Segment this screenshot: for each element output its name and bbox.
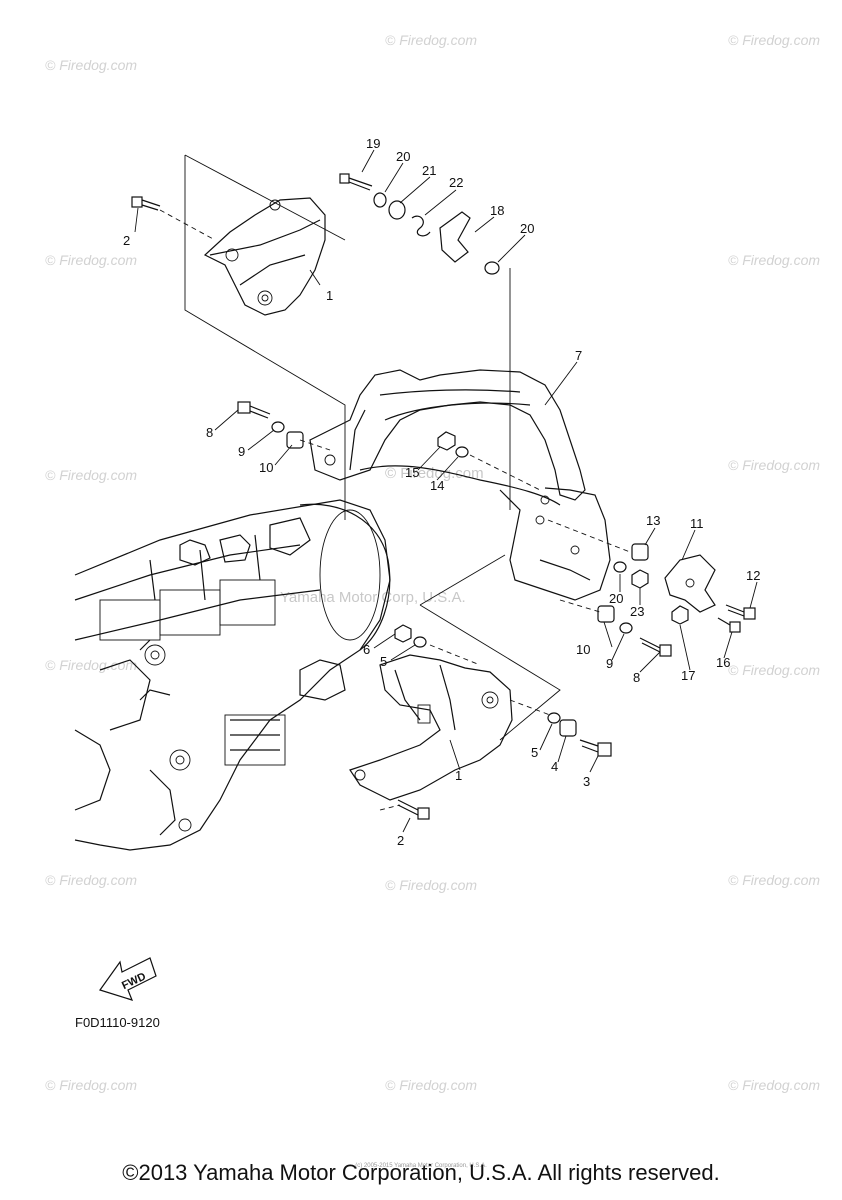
hardware bbox=[131, 173, 756, 820]
watermark: © Firedog.com bbox=[385, 877, 477, 893]
part-11-plate bbox=[664, 554, 716, 613]
callout-20: 20 bbox=[609, 591, 623, 606]
callout-13: 13 bbox=[646, 513, 660, 528]
watermark: © Firedog.com bbox=[45, 57, 137, 73]
callout-10: 10 bbox=[576, 642, 590, 657]
watermark: © Firedog.com bbox=[728, 32, 820, 48]
callout-5: 5 bbox=[380, 654, 387, 669]
callout-17: 17 bbox=[681, 668, 695, 683]
callout-6: 6 bbox=[363, 642, 370, 657]
callout-3: 3 bbox=[583, 774, 590, 789]
watermark: © Firedog.com bbox=[728, 252, 820, 268]
callout-14: 14 bbox=[430, 478, 444, 493]
watermark: © Firedog.com bbox=[385, 32, 477, 48]
callout-16: 16 bbox=[716, 655, 730, 670]
diagram-code: F0D1110-9120 bbox=[75, 1015, 160, 1030]
callout-1: 1 bbox=[455, 768, 462, 783]
callout-19: 19 bbox=[366, 136, 380, 151]
callout-2: 2 bbox=[123, 233, 130, 248]
callout-15: 15 bbox=[405, 465, 419, 480]
jet-pump-housing bbox=[74, 499, 391, 851]
fwd-label: FWD bbox=[120, 971, 148, 992]
watermark: © Firedog.com bbox=[728, 1077, 820, 1093]
callout-labels: 2 19 20 21 22 18 20 1 7 8 9 10 15 14 13 … bbox=[123, 136, 760, 848]
watermark: © Firedog.com bbox=[728, 872, 820, 888]
callout-7: 7 bbox=[575, 348, 582, 363]
watermark-center: Yamaha Motor Corp, U.S.A. bbox=[280, 589, 466, 606]
callout-5: 5 bbox=[531, 745, 538, 760]
callout-20: 20 bbox=[520, 221, 534, 236]
watermark: © Firedog.com bbox=[45, 872, 137, 888]
assembly-lines bbox=[159, 154, 631, 811]
part-1-lower-bracket bbox=[349, 654, 513, 801]
watermark-center: © Firedog.com bbox=[385, 465, 484, 482]
watermark: © Firedog.com bbox=[45, 467, 137, 483]
callout-9: 9 bbox=[606, 656, 613, 671]
watermark: © Firedog.com bbox=[728, 662, 820, 678]
callout-9: 9 bbox=[238, 444, 245, 459]
watermark: © Firedog.com bbox=[45, 252, 137, 268]
watermark: © Firedog.com bbox=[385, 1077, 477, 1093]
watermark: © Firedog.com bbox=[45, 1077, 137, 1093]
callout-22: 22 bbox=[449, 175, 463, 190]
callout-2: 2 bbox=[397, 833, 404, 848]
callout-18: 18 bbox=[490, 203, 504, 218]
callout-11: 11 bbox=[690, 516, 704, 531]
callout-10: 10 bbox=[259, 460, 273, 475]
part-1-upper-bracket bbox=[203, 197, 326, 316]
watermark: © Firedog.com bbox=[728, 457, 820, 473]
callout-8: 8 bbox=[633, 670, 640, 685]
copyright-notice: ©2013 Yamaha Motor Corporation, U.S.A. A… bbox=[122, 1160, 720, 1185]
part-7-bracket bbox=[309, 369, 611, 601]
callout-12: 12 bbox=[746, 568, 760, 583]
callout-23: 23 bbox=[630, 604, 644, 619]
callout-21: 21 bbox=[422, 163, 436, 178]
callout-1: 1 bbox=[326, 288, 333, 303]
fwd-arrow: FWD bbox=[99, 957, 157, 1001]
tiny-copyright-note: (c) 2005-2015 Yamaha Motor Corporation, … bbox=[355, 1163, 487, 1169]
callout-4: 4 bbox=[551, 759, 558, 774]
callout-8: 8 bbox=[206, 425, 213, 440]
callout-20: 20 bbox=[396, 149, 410, 164]
leader-lines bbox=[134, 149, 758, 833]
watermark: © Firedog.com bbox=[45, 657, 137, 673]
watermark-layer: © Firedog.com © Firedog.com © Firedog.co… bbox=[45, 32, 820, 1093]
